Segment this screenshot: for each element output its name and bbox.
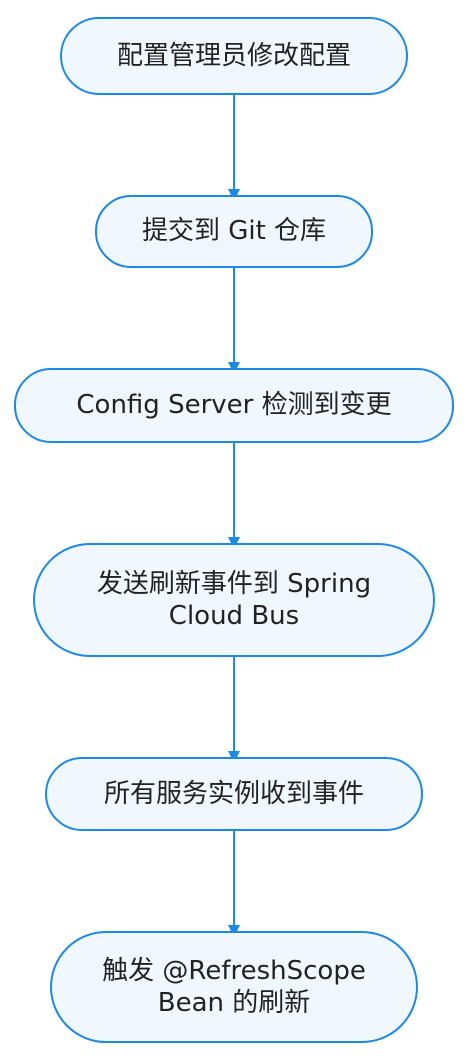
step-2-node: 提交到 Git 仓库 xyxy=(95,195,373,268)
step-2-label: 提交到 Git 仓库 xyxy=(141,216,327,247)
step-5-label: 所有服务实例收到事件 xyxy=(103,778,364,809)
step-5-node: 所有服务实例收到事件 xyxy=(45,757,423,831)
step-3-label: Config Server 检测到变更 xyxy=(76,390,392,421)
step-4-node: 发送刷新事件到 Spring Cloud Bus xyxy=(33,543,435,657)
step-4-label: 发送刷新事件到 Spring Cloud Bus xyxy=(96,568,372,632)
step-1-label: 配置管理员修改配置 xyxy=(116,40,351,71)
step-6-label: 触发 @RefreshScope Bean 的刷新 xyxy=(102,955,366,1019)
step-3-node: Config Server 检测到变更 xyxy=(14,368,454,443)
step-6-node: 触发 @RefreshScope Bean 的刷新 xyxy=(50,931,418,1043)
step-1-node: 配置管理员修改配置 xyxy=(60,17,408,95)
